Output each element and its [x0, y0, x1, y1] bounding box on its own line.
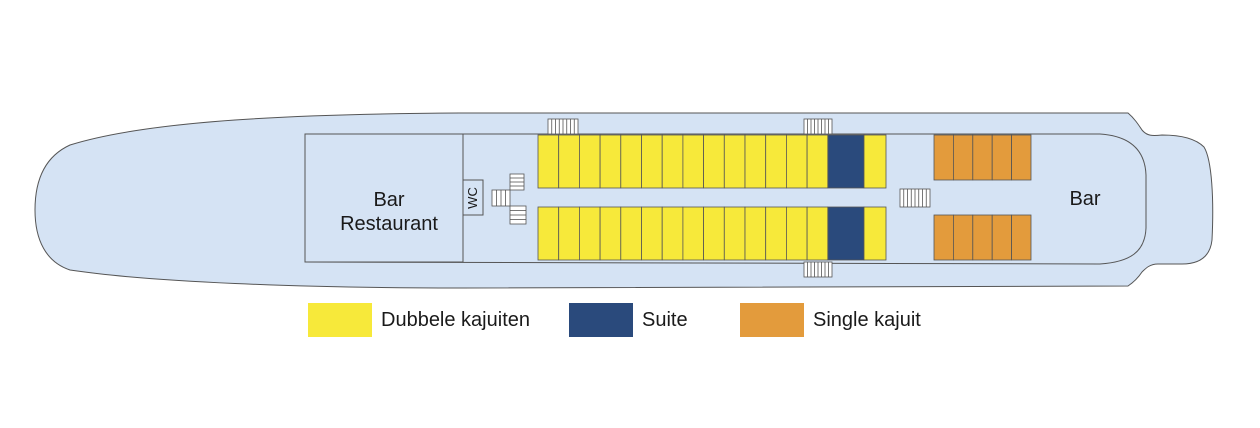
- double-cabin: [765, 134, 787, 189]
- double-cabin: [863, 134, 887, 189]
- double-cabin: [786, 206, 808, 261]
- double-cabin: [579, 134, 601, 189]
- double-cabin: [579, 206, 601, 261]
- double-cabin: [661, 206, 684, 261]
- single-cabin: [1011, 134, 1032, 181]
- double-cabin: [723, 206, 746, 261]
- bar-restaurant-label-line2: Restaurant: [340, 213, 438, 235]
- stair-block: [509, 205, 527, 225]
- single-cabin: [991, 134, 1013, 181]
- double-cabin: [641, 134, 663, 189]
- wc-room: [462, 179, 484, 216]
- double-cabin: [641, 206, 663, 261]
- suite-cabin: [827, 134, 865, 189]
- legend-label-double: Dubbele kajuiten: [381, 308, 530, 331]
- double-cabin: [682, 134, 705, 189]
- legend-swatch-suite: [569, 303, 633, 337]
- double-cabin: [537, 134, 560, 189]
- legend-swatch-single: [740, 303, 804, 337]
- single-cabin: [953, 134, 974, 181]
- bar-label: Bar: [1069, 188, 1100, 210]
- double-cabin: [863, 206, 887, 261]
- stair-block: [547, 118, 579, 135]
- stair-block: [803, 118, 833, 135]
- legend-label-suite: Suite: [642, 308, 688, 331]
- stair-block: [803, 261, 833, 278]
- stair-block: [491, 189, 511, 207]
- stair-block: [509, 173, 525, 191]
- legend-item-suite: Suite: [569, 302, 688, 338]
- stair-block: [899, 188, 931, 208]
- bar-restaurant-label-line1: Bar: [373, 189, 404, 211]
- double-cabin: [558, 134, 580, 189]
- double-cabin: [599, 134, 622, 189]
- single-cabin: [933, 214, 954, 261]
- suite-cabin: [827, 206, 865, 261]
- single-cabin: [933, 134, 954, 181]
- double-cabin: [765, 206, 787, 261]
- bar-restaurant-room: [304, 133, 464, 263]
- wc-label: WC: [465, 187, 480, 209]
- double-cabin: [744, 206, 767, 261]
- double-cabin: [703, 134, 725, 189]
- double-cabin: [786, 134, 808, 189]
- single-cabin: [972, 134, 993, 181]
- legend-item-single: Single kajuit: [740, 302, 921, 338]
- double-cabin: [806, 206, 829, 261]
- double-cabin: [620, 134, 642, 189]
- double-cabin: [599, 206, 622, 261]
- cabins: [537, 134, 1032, 261]
- double-cabin: [537, 206, 560, 261]
- double-cabin: [744, 134, 767, 189]
- legend-label-single: Single kajuit: [813, 308, 921, 331]
- deck-outline: [304, 133, 1147, 265]
- double-cabin: [806, 134, 829, 189]
- single-cabin: [953, 214, 974, 261]
- double-cabin: [682, 206, 705, 261]
- double-cabin: [661, 134, 684, 189]
- double-cabin: [620, 206, 642, 261]
- legend-item-double: Dubbele kajuiten: [308, 302, 530, 338]
- stairs: [491, 118, 931, 278]
- single-cabin: [972, 214, 993, 261]
- legend-swatch-double: [308, 303, 372, 337]
- double-cabin: [723, 134, 746, 189]
- single-cabin: [991, 214, 1013, 261]
- double-cabin: [558, 206, 580, 261]
- double-cabin: [703, 206, 725, 261]
- single-cabin: [1011, 214, 1032, 261]
